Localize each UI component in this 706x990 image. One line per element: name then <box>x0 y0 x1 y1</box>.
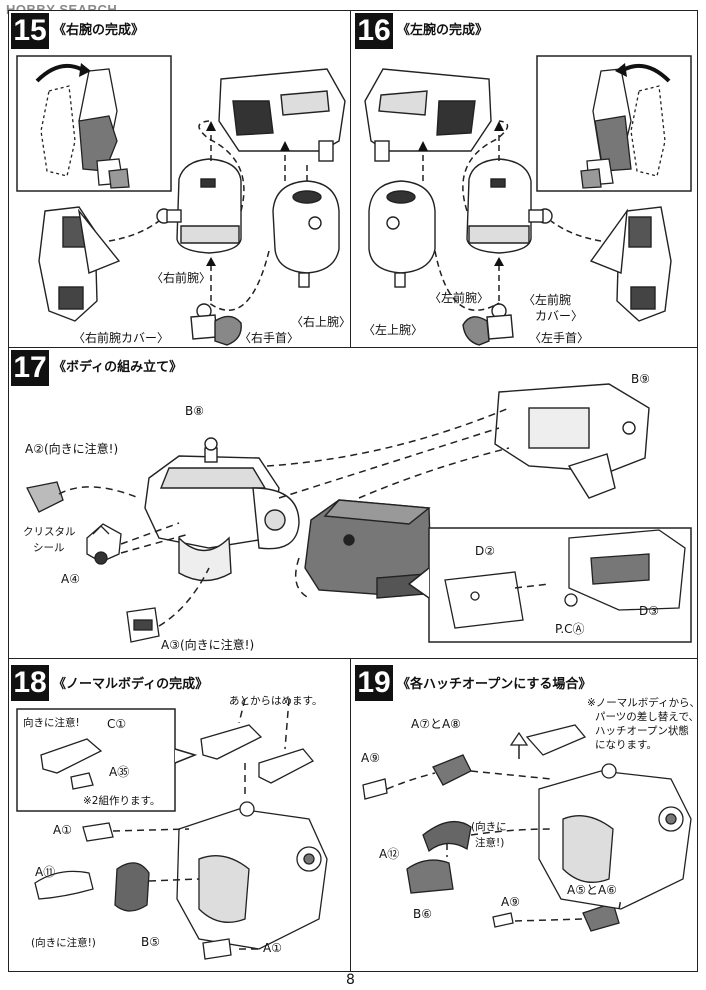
s18-label-a11: A⑪ <box>35 865 56 879</box>
s17-label-d2: D② <box>475 544 495 558</box>
s17-label-d3: D③ <box>639 604 659 618</box>
s19-label-a9-bottom: A⑨ <box>501 895 520 909</box>
s19-note-4: になります。 <box>595 739 657 751</box>
s17-label-crystal-2: シール <box>33 542 65 554</box>
s19-label-caution-1: (向きに <box>471 821 507 833</box>
s18-label-caution2: (向きに注意!) <box>31 937 96 949</box>
s18-label-a1-top: A① <box>53 823 72 837</box>
s17-label-a4: A④ <box>61 572 80 586</box>
step-19-title: 《各ハッチオープンにする場合》 <box>397 677 592 692</box>
s17-label-crystal-1: クリスタル <box>23 526 76 538</box>
step-15-title: 《右腕の完成》 <box>53 23 145 38</box>
step-17-illustration <box>26 383 692 643</box>
step-18-title: 《ノーマルボディの完成》 <box>53 677 209 692</box>
s17-label-b9: B⑨ <box>631 372 650 386</box>
s19-label-caution-2: 注意!) <box>475 837 505 849</box>
s15-label-forearm-cover: 〈右前腕カバー〉 <box>73 331 170 345</box>
s16-label-hand: 〈左手首〉 <box>529 331 590 345</box>
step-19-panel: 19 《各ハッチオープンにする場合》 ※ノーマルボディから、 <box>350 658 701 972</box>
s17-label-b8: B⑧ <box>185 404 204 418</box>
s19-label-a12: A⑫ <box>379 847 400 861</box>
s19-label-b6: B⑥ <box>413 907 432 921</box>
step-19-illustration <box>362 724 692 932</box>
s19-note-2: パーツの差し替えで、 <box>595 711 700 723</box>
s19-note-3: ハッチオープン状態 <box>595 725 689 737</box>
s15-label-upper-arm: 〈右上腕〉 <box>291 315 352 329</box>
step-17-number: 17 <box>11 350 49 386</box>
s18-label-a1-bottom: A① <box>263 941 282 955</box>
step-16-panel: 16 《左腕の完成》 <box>350 10 698 348</box>
s18-label-c1: C① <box>107 717 127 731</box>
s15-label-hand: 〈右手首〉 <box>239 331 300 345</box>
s18-label-b5: B⑤ <box>141 935 160 949</box>
step-18-number: 18 <box>11 665 49 701</box>
s18-label-caution: 向きに注意! <box>23 717 80 729</box>
s19-note-1: ※ノーマルボディから、 <box>587 697 701 709</box>
s17-label-pca: P.CⒶ <box>555 622 585 636</box>
step-19-number: 19 <box>355 665 393 701</box>
s15-label-forearm: 〈右前腕〉 <box>151 271 212 285</box>
step-15-panel: 15 《右腕の完成》 <box>8 10 351 348</box>
s16-label-forearm-cover-2: カバー〉 <box>535 309 584 323</box>
s16-label-forearm: 〈左前腕〉 <box>429 291 490 305</box>
step-18-illustration <box>16 698 328 960</box>
s18-label-later: あとからはめます。 <box>229 695 323 707</box>
s16-label-forearm-cover-1: 〈左前腕 <box>523 293 572 307</box>
step-16-illustration <box>364 55 692 346</box>
step-15-number: 15 <box>11 13 49 49</box>
step-18-panel: 18 《ノーマルボディの完成》 あとからはめます。 <box>8 658 351 972</box>
step-15-illustration <box>16 55 346 346</box>
step-16-title: 《左腕の完成》 <box>397 23 489 38</box>
s19-label-a9-top: A⑨ <box>361 751 380 765</box>
step-16-number: 16 <box>355 13 393 49</box>
s17-label-a3: A③(向きに注意!) <box>161 638 255 652</box>
step-17-title: 《ボディの組み立て》 <box>53 360 183 375</box>
s17-label-a2: A②(向きに注意!) <box>25 442 119 456</box>
s16-label-upper-arm: 〈左上腕〉 <box>363 323 424 337</box>
s18-label-two-sets: ※2組作ります。 <box>83 795 161 807</box>
s19-label-a7a8: A⑦とA⑧ <box>411 717 461 731</box>
step-17-panel: 17 《ボディの組み立て》 <box>8 347 698 659</box>
s19-label-a5a6: A⑤とA⑥ <box>567 883 617 897</box>
page-number: 8 <box>346 972 355 988</box>
s18-label-a35: A㉟ <box>109 765 130 779</box>
